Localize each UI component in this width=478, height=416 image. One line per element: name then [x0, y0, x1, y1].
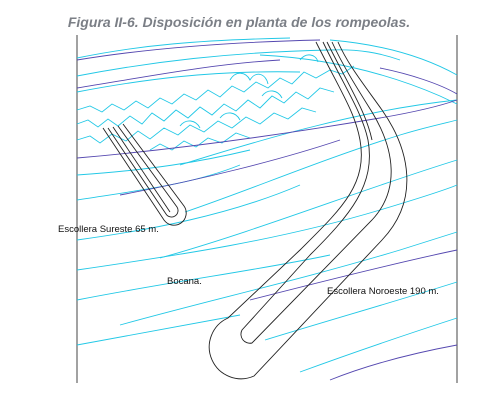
shoreline-detail [76, 54, 355, 151]
northwest-breakwater [208, 41, 408, 380]
cyan-contour-lines [76, 37, 458, 373]
label-breakwater-northwest: Escollera Noroeste 190 m. [327, 286, 439, 297]
label-inlet: Bocana. [167, 276, 202, 287]
purple-contour-lines [76, 39, 458, 381]
southeast-breakwater [102, 123, 187, 226]
label-breakwater-southeast: Escollera Sureste 65 m. [58, 224, 159, 235]
figure-caption: Figura II-6. Disposición en planta de lo… [67, 14, 411, 30]
drawing-frame [76, 35, 458, 383]
